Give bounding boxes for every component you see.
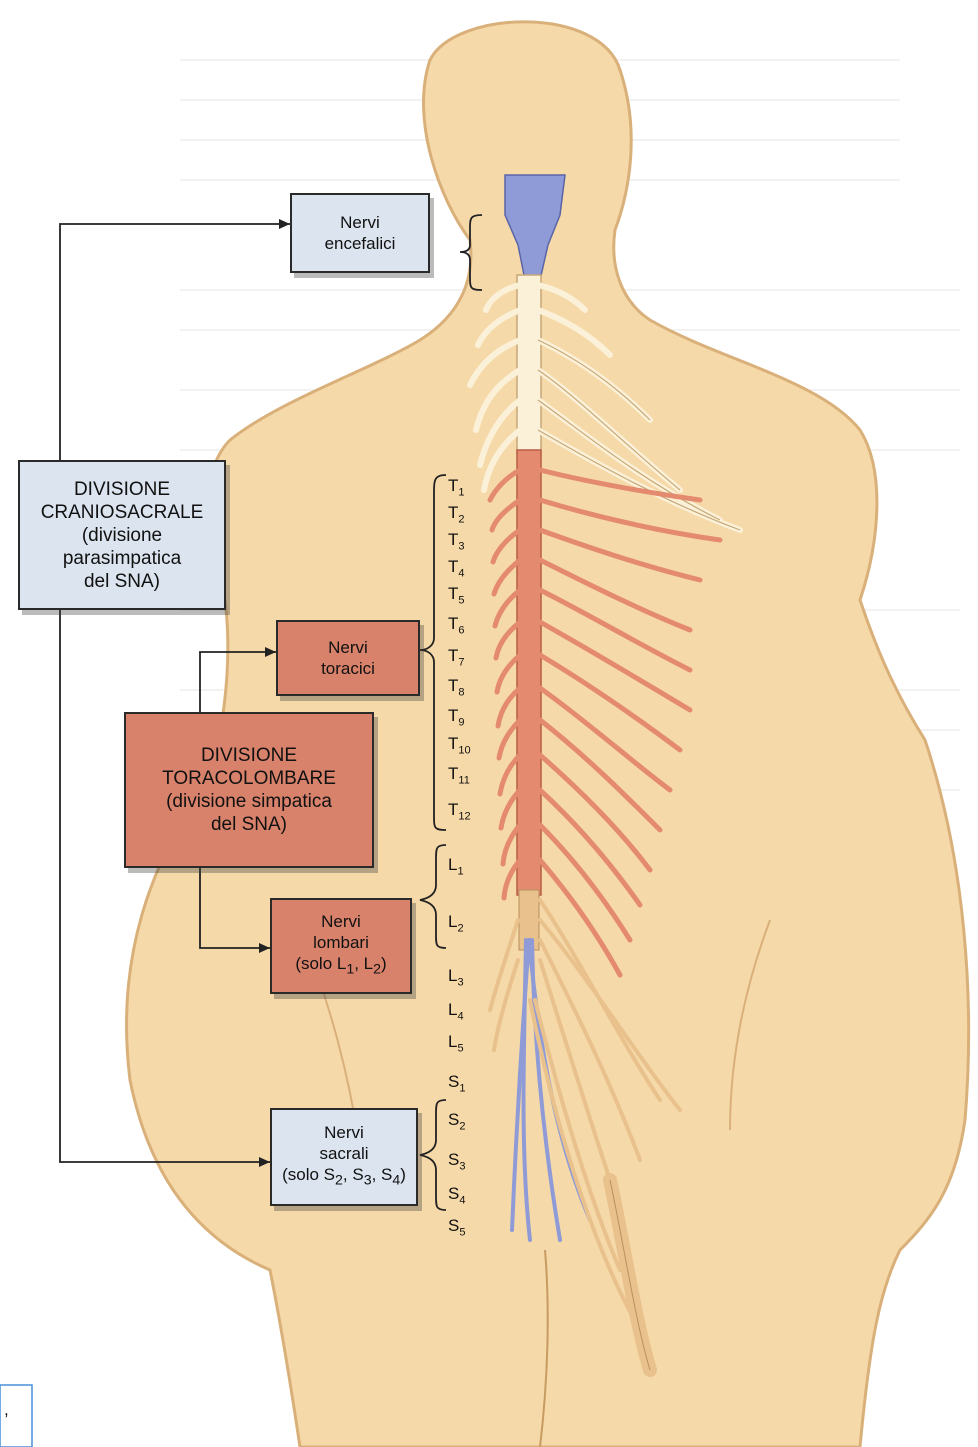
segment-number: 3 — [459, 1160, 465, 1172]
segment-number: 12 — [458, 810, 470, 822]
segment-letter: T — [448, 646, 458, 665]
segment-number: 4 — [458, 567, 464, 579]
segment-label-t6: T6 — [448, 614, 465, 636]
segment-letter: T — [448, 800, 458, 819]
box-line: (solo S2, S3, S4) — [282, 1164, 406, 1191]
segment-number: 11 — [458, 774, 469, 786]
segment-number: 2 — [459, 1120, 465, 1132]
segment-label-t9: T9 — [448, 706, 465, 728]
box-nervi-lombari: Nervi lombari (solo L1, L2) — [270, 898, 412, 994]
subscript: 2 — [335, 1173, 343, 1189]
segment-letter: T — [448, 530, 458, 549]
segment-label-t10: T10 — [448, 734, 471, 756]
box-line: TORACOLOMBARE — [162, 767, 336, 790]
segment-label-t12: T12 — [448, 800, 471, 822]
segment-number: 3 — [458, 540, 464, 552]
stray-mark: , — [4, 1400, 9, 1420]
text-part: , S — [343, 1165, 364, 1184]
segment-number: 7 — [458, 656, 464, 668]
segment-letter: S — [448, 1150, 459, 1169]
box-line: CRANIOSACRALE — [41, 501, 204, 524]
segment-label-s4: S4 — [448, 1184, 465, 1206]
segment-number: 1 — [457, 865, 463, 877]
segment-letter: S — [448, 1110, 459, 1129]
segment-letter: S — [448, 1184, 459, 1203]
segment-letter: T — [448, 476, 458, 495]
box-nervi-sacrali: Nervi sacrali (solo S2, S3, S4) — [270, 1108, 418, 1206]
segment-number: 10 — [458, 744, 470, 756]
segment-label-t8: T8 — [448, 676, 465, 698]
segment-number: 6 — [458, 624, 464, 636]
segment-label-l2: L2 — [448, 912, 464, 934]
segment-label-t4: T4 — [448, 557, 465, 579]
segment-number: 8 — [458, 686, 464, 698]
segment-label-l3: L3 — [448, 966, 464, 988]
segment-label-t3: T3 — [448, 530, 465, 552]
box-line: DIVISIONE — [201, 744, 297, 767]
box-line: toracici — [321, 658, 375, 679]
segment-letter: T — [448, 676, 458, 695]
segment-letter: T — [448, 614, 458, 633]
segment-letter: T — [448, 734, 458, 753]
box-line: Nervi — [324, 1122, 364, 1143]
segment-letter: T — [448, 557, 458, 576]
segment-number: 5 — [458, 594, 464, 606]
segment-label-t5: T5 — [448, 584, 465, 606]
segment-letter: T — [448, 584, 458, 603]
segment-number: 2 — [458, 513, 464, 525]
text-part: ) — [381, 954, 387, 973]
box-line: del SNA) — [84, 570, 160, 593]
text-part: ) — [400, 1165, 406, 1184]
segment-letter: T — [448, 706, 458, 725]
box-line: encefalici — [325, 233, 396, 254]
segment-label-t7: T7 — [448, 646, 465, 668]
box-line: Nervi — [340, 212, 380, 233]
segment-number: 4 — [459, 1194, 465, 1206]
box-line: sacrali — [319, 1143, 368, 1164]
text-part: (solo S — [282, 1165, 335, 1184]
box-line: (divisione — [82, 524, 162, 547]
box-divisione-craniosacrale: DIVISIONE CRANIOSACRALE (divisione paras… — [18, 460, 226, 610]
segment-number: 1 — [459, 1082, 465, 1094]
box-line: Nervi — [321, 911, 361, 932]
segment-label-l4: L4 — [448, 1000, 464, 1022]
segment-number: 5 — [459, 1226, 465, 1238]
box-line: (divisione simpatica — [166, 790, 332, 813]
box-line: del SNA) — [211, 813, 287, 836]
segment-label-t2: T2 — [448, 503, 465, 525]
segment-number: 4 — [457, 1010, 463, 1022]
segment-label-s3: S3 — [448, 1150, 465, 1172]
box-line: lombari — [313, 932, 369, 953]
segment-letter: T — [448, 503, 458, 522]
segment-letter: T — [448, 764, 458, 783]
box-line: Nervi — [328, 637, 368, 658]
segment-number: 3 — [457, 976, 463, 988]
subscript: 3 — [364, 1173, 372, 1189]
subscript: 2 — [373, 962, 381, 978]
segment-label-l1: L1 — [448, 855, 464, 877]
box-nervi-toracici: Nervi toracici — [276, 620, 420, 696]
segment-letter: S — [448, 1072, 459, 1091]
segment-number: 5 — [457, 1042, 463, 1054]
segment-label-l5: L5 — [448, 1032, 464, 1054]
text-part: , L — [354, 954, 373, 973]
box-divisione-toracolombare: DIVISIONE TORACOLOMBARE (divisione simpa… — [124, 712, 374, 868]
segment-number: 1 — [458, 486, 464, 498]
segment-letter: S — [448, 1216, 459, 1235]
text-part: , S — [372, 1165, 393, 1184]
segment-number: 2 — [457, 922, 463, 934]
text-part: (solo L — [295, 954, 346, 973]
segment-number: 9 — [458, 716, 464, 728]
segment-label-s1: S1 — [448, 1072, 465, 1094]
segment-label-t1: T1 — [448, 476, 465, 498]
box-line: parasimpatica — [63, 547, 181, 570]
segment-label-s5: S5 — [448, 1216, 465, 1238]
segment-label-t11: T11 — [448, 764, 470, 786]
box-nervi-encefalici: Nervi encefalici — [290, 193, 430, 273]
segment-label-s2: S2 — [448, 1110, 465, 1132]
box-line: (solo L1, L2) — [295, 953, 386, 980]
box-line: DIVISIONE — [74, 478, 170, 501]
